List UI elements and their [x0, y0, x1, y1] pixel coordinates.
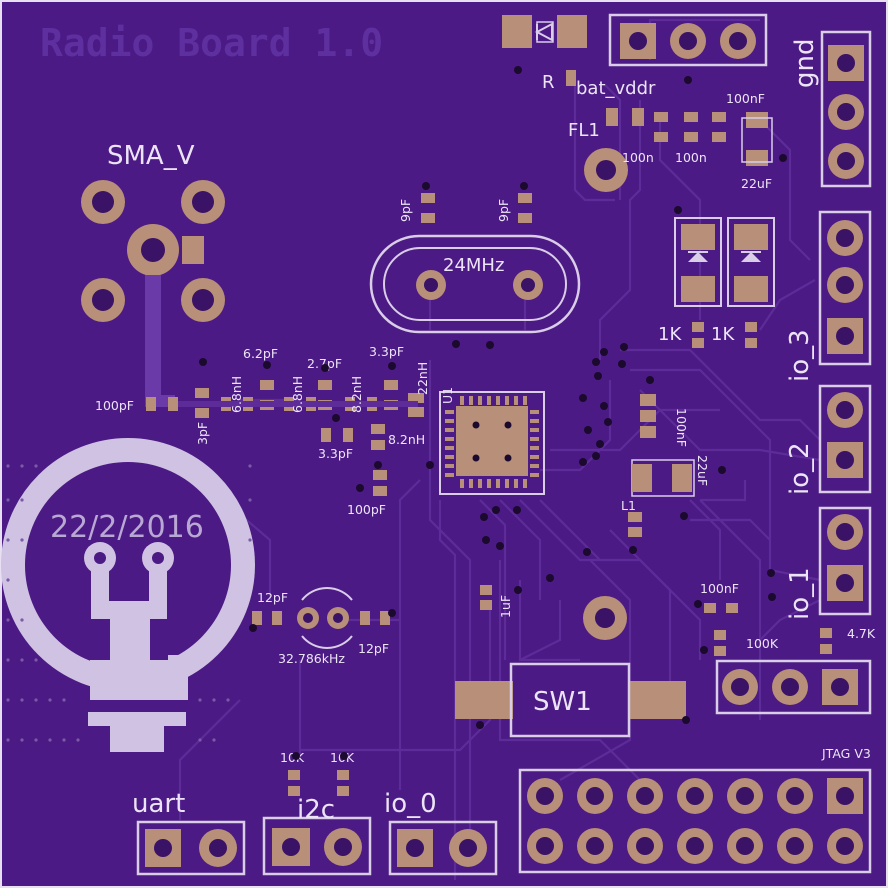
header-uart — [136, 820, 246, 876]
testpoint-mid — [583, 596, 627, 640]
traces — [178, 18, 821, 880]
inductor-22nh-label: 22nH — [415, 362, 430, 395]
header-io-0 — [388, 820, 498, 876]
lightbulb-logo-icon — [1, 438, 255, 752]
rf-matching-network — [146, 380, 424, 496]
cap-100n-label-2: 100n — [675, 150, 707, 165]
cap-9pf-label: 9pF — [398, 199, 413, 222]
jtag-header — [518, 768, 872, 874]
header-mid-right-3pin — [715, 659, 872, 715]
inductor-6-8nh-label: 6.8nH — [229, 376, 244, 413]
header-io-1 — [818, 506, 872, 616]
cap-1uf-pad-a — [480, 585, 492, 595]
header-i2c — [262, 770, 372, 876]
cap-12pf-label-2: 12pF — [358, 641, 389, 656]
cap-100nf-top-label: 100nF — [726, 91, 765, 106]
header-gnd — [820, 30, 872, 188]
rtc-crystal — [252, 587, 390, 649]
sma-label: SMA_V — [107, 141, 195, 171]
cap-12pf-label-1: 12pF — [257, 590, 288, 605]
io-1-label: io_1 — [785, 567, 815, 620]
cap-100n-label-1: 100n — [622, 150, 654, 165]
switch-label: SW1 — [533, 687, 592, 717]
stitching-vias — [6, 464, 252, 742]
cap-6-2pf-label: 6.2pF — [243, 346, 278, 361]
resistor-1k-label-1: 1K — [658, 324, 682, 345]
header-io-3 — [818, 210, 872, 366]
cap-3-3pf-label-2: 3.3pF — [318, 446, 353, 461]
uart-label: uart — [132, 789, 185, 819]
rtc-crystal-label: 32.786kHz — [278, 651, 345, 666]
cap-3pf-label: 3pF — [195, 422, 210, 445]
io-2-label: io_2 — [785, 442, 815, 495]
top-decoupling-caps — [654, 112, 773, 166]
resistor-100k-label: 100K — [746, 636, 779, 651]
crystal-24mhz — [369, 193, 581, 334]
resistor-r-pad — [566, 70, 576, 86]
inductor-6-8nh-label-2: 6.8nH — [290, 376, 305, 413]
cap-22uf-top-label: 22uF — [741, 176, 772, 191]
io-0-label: io_0 — [384, 789, 437, 819]
ic-u1-label: U1 — [440, 387, 455, 404]
ferrite-pad-a — [606, 108, 618, 126]
ferrite-pad-b — [632, 108, 644, 126]
cap-1uf-label: 1uF — [498, 595, 513, 618]
cap-1uf-pad-b — [480, 600, 492, 610]
switch-sw1 — [455, 662, 686, 738]
testpoint-top — [584, 148, 628, 192]
inductor-8-2nh-label: 8.2nH — [349, 376, 364, 413]
vias — [199, 66, 787, 760]
cap-22uf-right-label: 22uF — [695, 455, 710, 486]
jtag-label: JTAG V3 — [821, 746, 871, 761]
reset-network — [704, 603, 832, 656]
cap-100pf-label: 100pF — [95, 398, 134, 413]
led-pair — [674, 217, 775, 348]
inductor-8-2nh-label-2: 8.2nH — [388, 432, 425, 447]
cap-100nf-reset-label: 100nF — [700, 581, 739, 596]
cap-100nf-right-label: 100nF — [674, 408, 689, 447]
header-io-2 — [818, 384, 872, 494]
inductor-l1-label: L1 — [621, 498, 636, 513]
diode-top — [502, 15, 587, 48]
resistor-r-label: R — [542, 72, 555, 93]
ic-u1 — [439, 391, 545, 495]
io-3-label: io_3 — [785, 329, 815, 382]
cap-100pf-label-2: 100pF — [347, 502, 386, 517]
board-date: 22/2/2016 — [50, 510, 204, 545]
ferrite-label: FL1 — [568, 120, 600, 141]
header-top-3pin — [608, 13, 768, 67]
sma-connector — [81, 180, 225, 407]
bat-vddr-label: bat_vddr — [576, 78, 656, 99]
board-title: Radio Board 1.0 — [40, 21, 383, 65]
cap-3-3pf-label: 3.3pF — [369, 344, 404, 359]
right-decoupling-caps — [628, 394, 695, 537]
cap-9pf-label-2: 9pF — [496, 199, 511, 222]
crystal-24mhz-label: 24MHz — [443, 255, 504, 276]
cap-2-7pf-label: 2.7pF — [307, 356, 342, 371]
resistor-4-7k-label: 4.7K — [847, 626, 876, 641]
gnd-label: gnd — [790, 39, 820, 89]
i2c-label: i2c — [297, 795, 335, 825]
resistor-1k-label-2: 1K — [711, 324, 735, 345]
